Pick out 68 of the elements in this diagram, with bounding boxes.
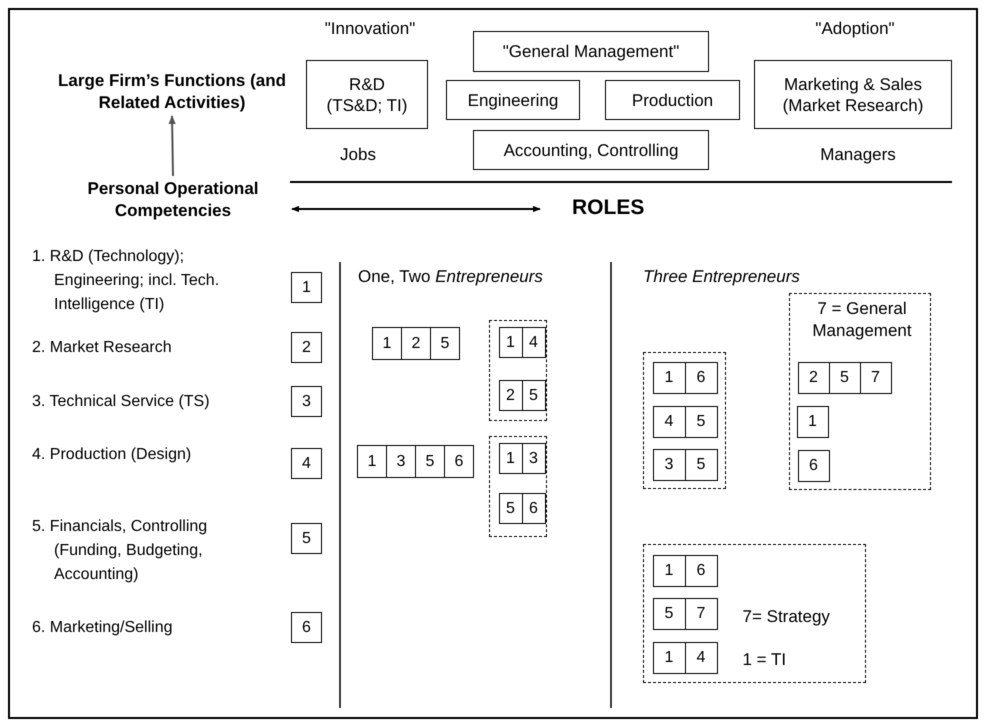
category-label: "Innovation" (324, 18, 416, 39)
function-box: Accounting, Controlling (473, 130, 709, 170)
number-cell: 2 (401, 327, 431, 360)
number-cell: 5 (828, 362, 860, 394)
column-heading: One, Two Entrepreneurs (358, 266, 544, 287)
dashed-group-box (643, 544, 866, 683)
number-cell: 5 (415, 445, 445, 478)
competency-text: 1. R&D (Technology); Engineering; incl. Tech. Intelligence (TI) (32, 247, 220, 315)
category-label: Managers (819, 144, 897, 165)
number-cell: 1 (652, 554, 686, 586)
competency-text: 3. Technical Service (TS) (32, 392, 211, 412)
number-cell: 1 (652, 642, 686, 674)
note-text: 7 = General Management (811, 298, 913, 342)
number-box: 4 (291, 448, 322, 479)
function-box: Engineering (446, 80, 580, 120)
number-cell: 6 (444, 445, 474, 478)
number-cell: 1 (498, 326, 522, 358)
number-cell: 6 (522, 492, 546, 524)
column-heading: Three Entrepreneurs (643, 266, 801, 287)
heading-text: Personal Operational Competencies (60, 176, 286, 224)
note-text: 1 = TI (742, 648, 786, 670)
number-cell: 5 (498, 492, 522, 524)
roles-label: ROLES (572, 195, 646, 221)
number-cell: 4 (684, 642, 718, 674)
competency-text: 4. Production (Design) (32, 445, 192, 465)
category-label: "Adoption" (814, 18, 896, 39)
competency-text: 5. Financials, Controlling (Funding, Budgeting, Accounting) (32, 517, 208, 585)
number-cell: 5 (522, 380, 546, 410)
number-cell: 1 (652, 362, 686, 394)
number-cell: 3 (386, 445, 416, 478)
number-cell: 3 (522, 442, 546, 474)
number-box: 1 (291, 272, 322, 303)
number-cell: 5 (684, 448, 718, 480)
number-box: 6 (291, 612, 322, 643)
number-cell: 3 (652, 448, 686, 480)
number-cell: 7 (860, 362, 892, 394)
number-cell: 4 (652, 406, 686, 438)
number-box: 2 (291, 332, 322, 363)
number-box: 3 (291, 386, 322, 417)
number-cell: 7 (684, 598, 718, 630)
dashed-group-box (643, 352, 726, 489)
dashed-group-box (489, 320, 547, 421)
number-cell: 6 (684, 362, 718, 394)
note-text: 7= Strategy (742, 606, 830, 628)
function-box: "General Management" (473, 31, 709, 72)
number-cell: 5 (684, 406, 718, 438)
number-cell: 2 (498, 380, 522, 410)
number-cell: 4 (522, 326, 546, 358)
number-cell: 1 (796, 406, 828, 438)
arrow (168, 115, 176, 176)
competency-text: 2. Market Research (32, 338, 173, 358)
number-cell: 5 (652, 598, 686, 630)
number-cell: 6 (798, 450, 830, 482)
number-cell: 2 (798, 362, 830, 394)
number-cell: 1 (498, 442, 522, 474)
dashed-group-box (489, 436, 547, 537)
number-cell: 5 (430, 327, 460, 360)
function-box: Production (605, 80, 740, 120)
dashed-group-box (789, 293, 931, 490)
number-cell: 1 (372, 327, 402, 360)
function-box: R&D (TS&D; TI) (306, 60, 428, 129)
heading-text: Large Firm’s Functions (and Related Activities) (48, 68, 296, 116)
competency-text: 6. Marketing/Selling (32, 618, 174, 638)
category-label: Jobs (339, 144, 377, 165)
number-cell: 6 (684, 554, 718, 586)
number-box: 5 (291, 523, 322, 554)
number-cell: 1 (357, 445, 387, 478)
function-box: Marketing & Sales (Market Research) (754, 60, 952, 129)
